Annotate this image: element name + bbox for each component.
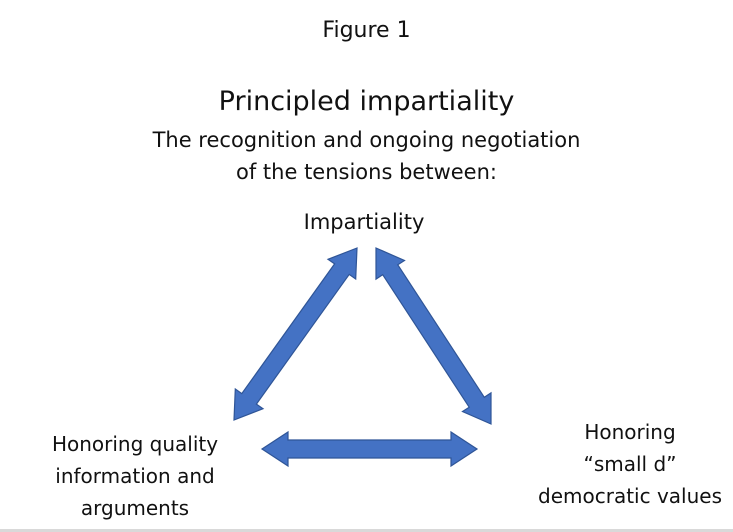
figure-label: Figure 1 (322, 18, 411, 43)
node-impartiality: Impartiality (303, 210, 425, 234)
quality-democratic-arrow (260, 430, 479, 468)
diagram-subtitle-line-1: The recognition and ongoing negotiation (152, 128, 581, 152)
node-quality-line-3: arguments (80, 496, 190, 520)
diagram-subtitle-line-2: of the tensions between: (236, 160, 497, 184)
node-quality-line-1: Honoring quality (51, 432, 219, 456)
impartiality-democratic-arrow (375, 247, 492, 425)
bottom-divider (0, 529, 733, 532)
node-democratic-line-3: democratic values (538, 484, 722, 508)
impartiality-quality-arrow (233, 247, 358, 421)
node-quality-line-2: information and (55, 464, 215, 488)
node-democratic-line-2: “small d” (583, 452, 677, 476)
node-democratic-line-1: Honoring (584, 420, 676, 444)
diagram-title: Principled impartiality (218, 86, 515, 117)
